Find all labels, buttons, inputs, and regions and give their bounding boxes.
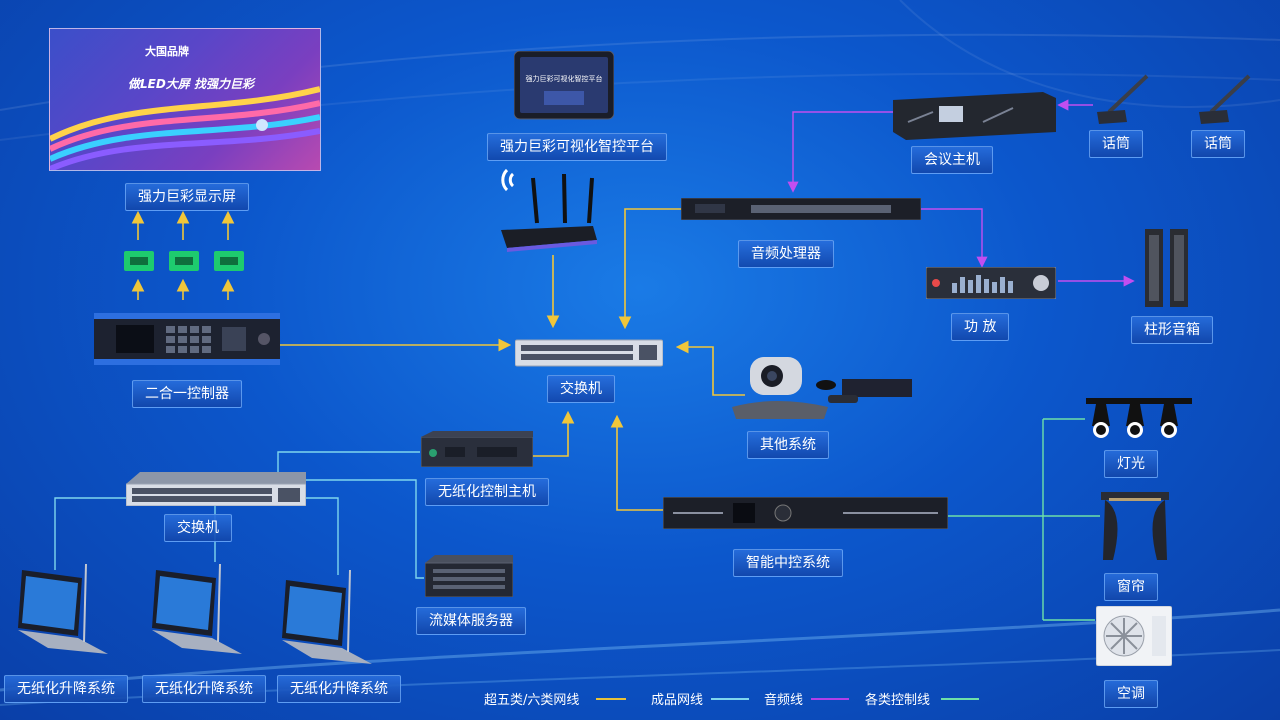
- label-lift-1: 无纸化升降系统: [4, 675, 128, 703]
- label-mic-2: 话筒: [1191, 130, 1245, 158]
- label-controller: 二合一控制器: [132, 380, 242, 408]
- legend-line-control-cable: [941, 698, 979, 700]
- core-switch-device: [515, 339, 663, 367]
- label-conference-host: 会议主机: [911, 146, 993, 174]
- column-speakers: [1145, 229, 1188, 307]
- screen-logo-text: 大国品牌: [145, 45, 189, 58]
- label-core-switch: 交换机: [547, 375, 615, 403]
- video-conference-devices: [732, 357, 912, 419]
- label-aircon: 空调: [1104, 680, 1158, 708]
- legend-line-network-cable: [596, 698, 626, 700]
- legend-label-audio-cable: 音频线: [764, 693, 804, 708]
- wifi-router: [501, 168, 597, 252]
- microphone-1: [1097, 74, 1149, 124]
- label-access-switch: 交换机: [164, 514, 232, 542]
- label-mic-1: 话筒: [1089, 130, 1143, 158]
- conference-host-device: [893, 92, 1056, 140]
- paperless-lift-3: [282, 569, 372, 664]
- paperless-host-device: [421, 431, 533, 467]
- label-lights: 灯光: [1104, 450, 1158, 478]
- amplifier-device: [926, 267, 1056, 299]
- label-media-server: 流媒体服务器: [416, 607, 526, 635]
- legend-label-network-cable: 超五类/六类网线: [484, 693, 580, 708]
- tablet-screen-text: 强力巨彩可视化智控平台: [526, 74, 603, 83]
- paperless-lift-1: [18, 563, 108, 654]
- label-column-speaker: 柱形音箱: [1131, 316, 1213, 344]
- screen-slogan: 做LED大屏 找强力巨彩: [128, 77, 254, 91]
- label-platform: 强力巨彩可视化智控平台: [487, 133, 667, 161]
- label-other-system: 其他系统: [747, 431, 829, 459]
- legend-line-product-cable: [711, 698, 749, 700]
- label-lift-3: 无纸化升降系统: [277, 675, 401, 703]
- access-switch-device: [126, 472, 306, 506]
- led-display-screen: 大国品牌 做LED大屏 找强力巨彩: [49, 28, 321, 171]
- label-curtain: 窗帘: [1104, 573, 1158, 601]
- audio-processor-device: [681, 198, 921, 220]
- label-audio-processor: 音频处理器: [738, 240, 834, 268]
- label-smart-control: 智能中控系统: [733, 549, 843, 577]
- receiving-card-icons: [124, 251, 244, 271]
- paperless-lift-2: [152, 563, 242, 654]
- curtain-icon: [1101, 492, 1169, 560]
- label-amplifier: 功 放: [951, 313, 1010, 341]
- label-display: 强力巨彩显示屏: [125, 183, 249, 211]
- air-conditioner-icon: [1096, 606, 1172, 666]
- label-lift-2: 无纸化升降系统: [142, 675, 266, 703]
- media-server-device: [425, 555, 513, 597]
- smart-control-device: [663, 497, 948, 529]
- label-paperless-host: 无纸化控制主机: [425, 478, 549, 506]
- tablet-device: 强力巨彩可视化智控平台: [514, 51, 614, 120]
- legend-line-audio-cable: [811, 698, 849, 700]
- legend-label-product-cable: 成品网线: [651, 693, 704, 708]
- controller-device: [94, 313, 280, 365]
- microphone-2: [1199, 74, 1251, 124]
- legend-label-control-cable: 各类控制线: [865, 693, 931, 708]
- spotlight-icon: [1086, 398, 1192, 438]
